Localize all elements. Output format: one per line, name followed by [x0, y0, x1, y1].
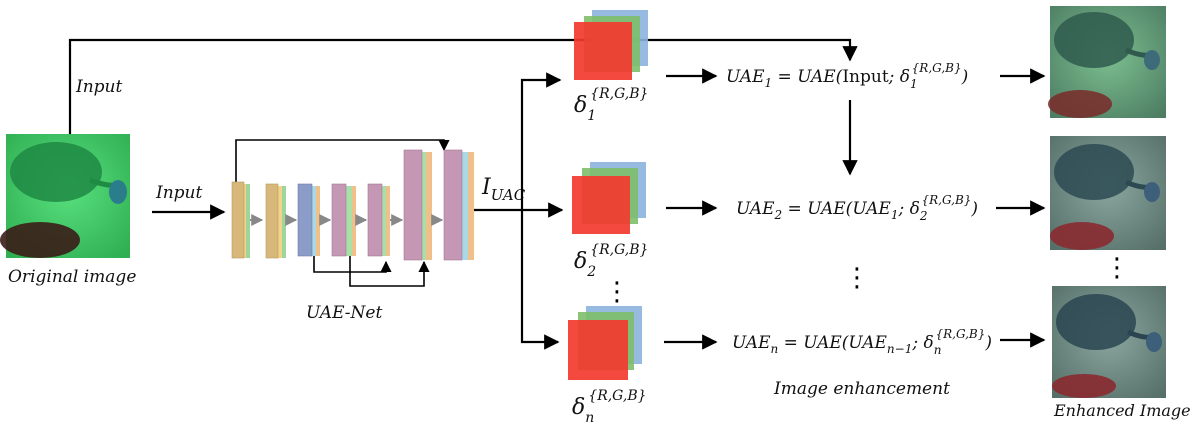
enhanced-vertical-dots: ⋮	[1104, 253, 1130, 283]
equation-2: UAE2 = UAE(UAE1; δ2{R,G,B})	[736, 193, 978, 223]
input-skip-arrow	[68, 38, 858, 134]
net-block-5	[367, 183, 390, 257]
delta-n-label: δn{R,G,B}	[572, 388, 647, 426]
delta-1-label: δ1{R,G,B}	[574, 86, 648, 124]
net-block-4	[331, 183, 356, 257]
net-skip-bottom-2	[349, 250, 430, 287]
net-block-1	[231, 181, 250, 259]
net-skip-top	[235, 139, 450, 182]
uae-net	[231, 139, 474, 287]
equation-n: UAEn = UAE(UAEn−1; δn{R,G,B})	[732, 327, 992, 357]
image-enhancement-label: Image enhancement	[773, 379, 950, 399]
input-left-label: Input	[155, 183, 202, 203]
net-block-2	[265, 183, 286, 259]
delta-vertical-dots: ⋮	[604, 277, 630, 307]
net-block-3	[297, 183, 320, 257]
equation-vertical-dots: ⋮	[844, 263, 870, 293]
enhanced-image-1	[1048, 6, 1166, 118]
net-block-7	[443, 149, 474, 261]
enhanced-image-label: Enhanced Image	[1053, 401, 1191, 420]
i-uac-label: IUAC	[481, 175, 526, 204]
delta-map-n	[568, 306, 642, 380]
enhanced-image-2	[1050, 136, 1166, 250]
branch-1-arrow	[520, 72, 562, 210]
original-image	[0, 134, 130, 258]
branch-n-arrow	[520, 210, 560, 350]
original-image-label: Original image	[8, 267, 136, 287]
input-top-label: Input	[75, 77, 122, 97]
enhanced-image-n	[1052, 286, 1166, 398]
equation-1: UAE1 = UAE(Input; δ1{R,G,B})	[726, 61, 968, 91]
net-block-6	[403, 149, 432, 261]
delta-map-2	[572, 162, 646, 234]
delta-2-label: δ2{R,G,B}	[574, 242, 648, 280]
delta-map-1	[574, 10, 648, 80]
uae-net-label: UAE-Net	[306, 303, 382, 323]
